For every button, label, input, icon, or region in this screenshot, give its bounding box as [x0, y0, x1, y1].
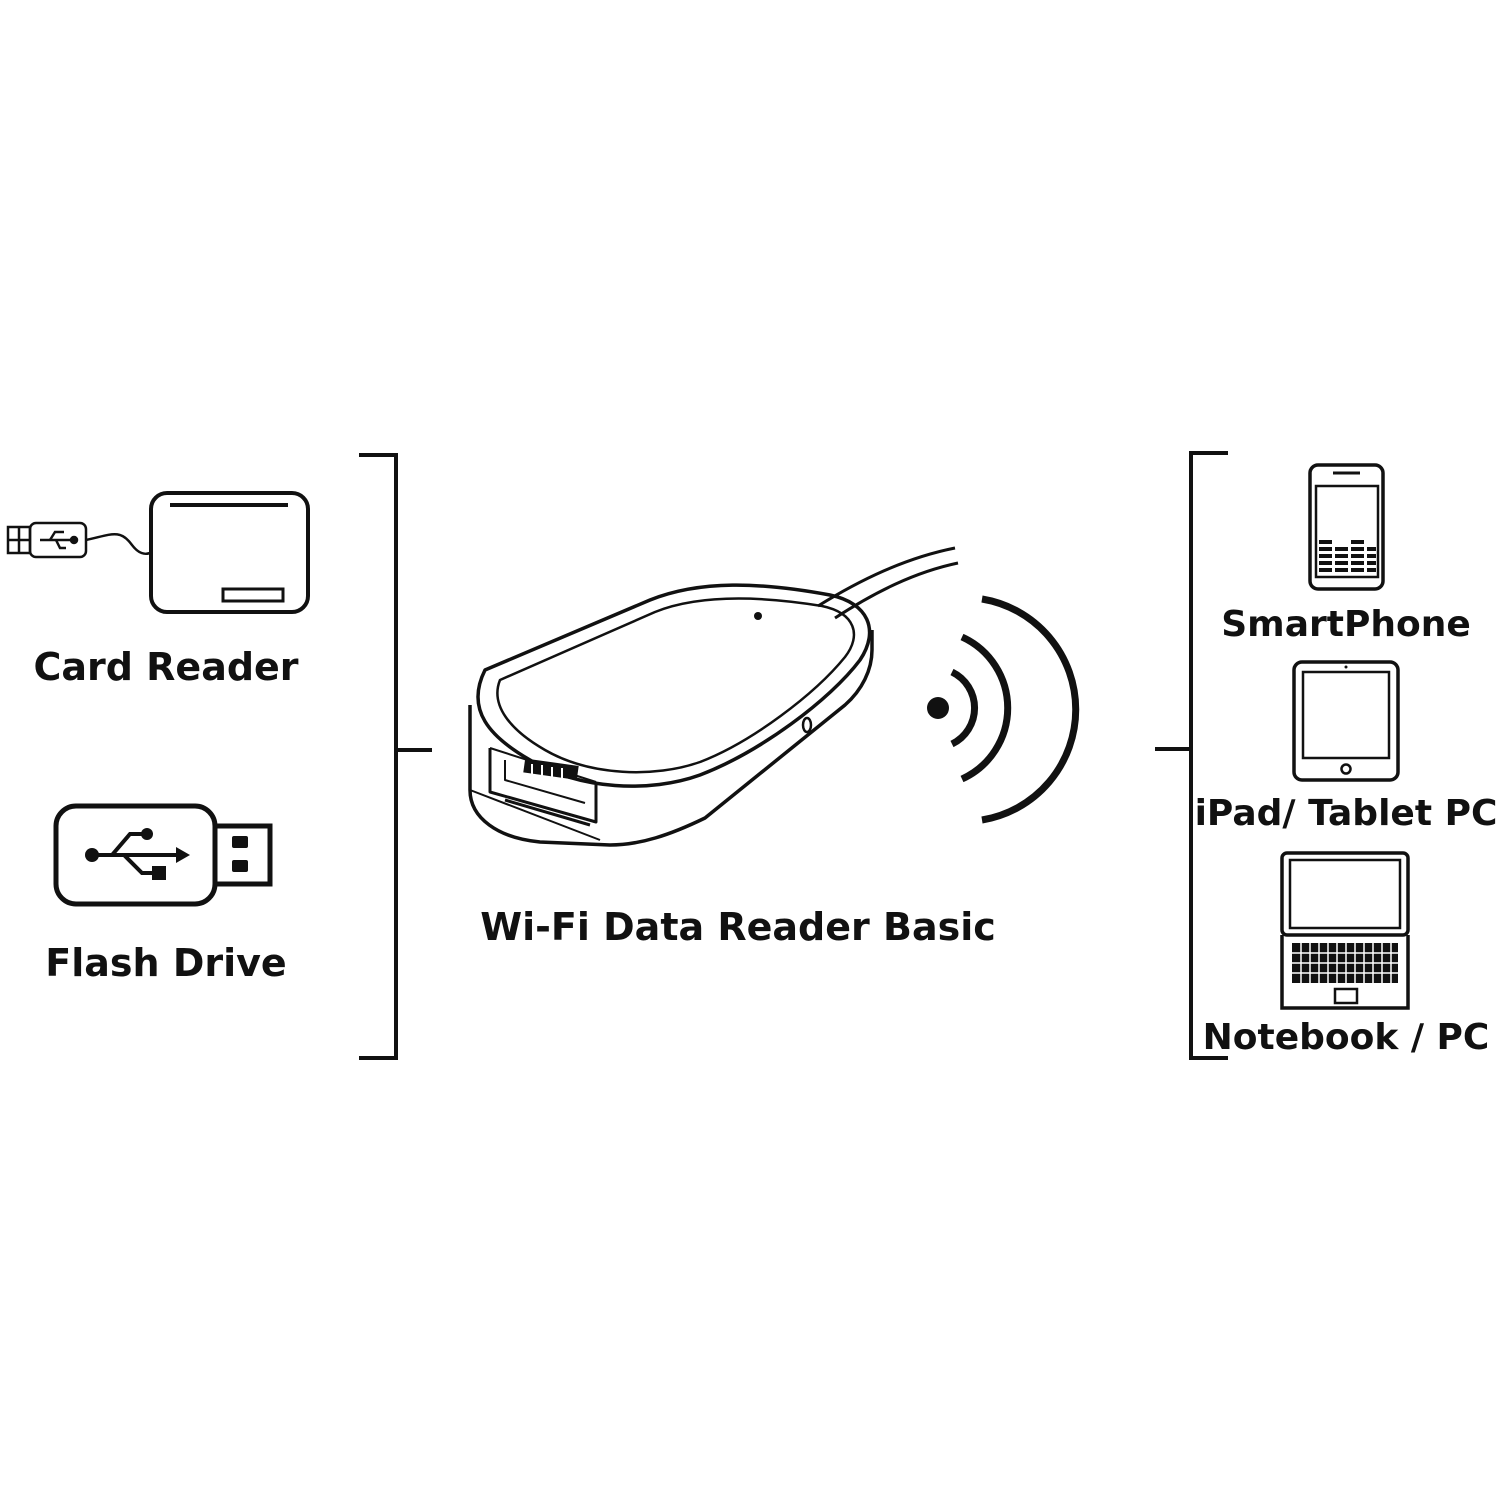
flash-drive-label: Flash Drive — [45, 941, 286, 985]
notebook-icon — [1280, 851, 1410, 1010]
usb-plug-icon — [6, 521, 153, 559]
left-bracket — [359, 453, 432, 1060]
usb-flash-drive-icon — [53, 803, 273, 907]
tablet-icon — [1292, 660, 1400, 782]
wifi-data-reader-device — [468, 546, 959, 847]
card-reader-icon — [149, 491, 310, 614]
right-bracket — [1155, 451, 1228, 1060]
device-label: Wi-Fi Data Reader Basic — [480, 905, 996, 949]
wifi-signal-icon — [927, 595, 1080, 824]
smartphone-icon — [1308, 463, 1385, 591]
tablet-label: iPad/ Tablet PC — [1195, 793, 1498, 834]
notebook-label: Notebook / PC — [1203, 1017, 1490, 1058]
smartphone-label: SmartPhone — [1221, 604, 1471, 645]
card-reader-label: Card Reader — [33, 645, 298, 689]
